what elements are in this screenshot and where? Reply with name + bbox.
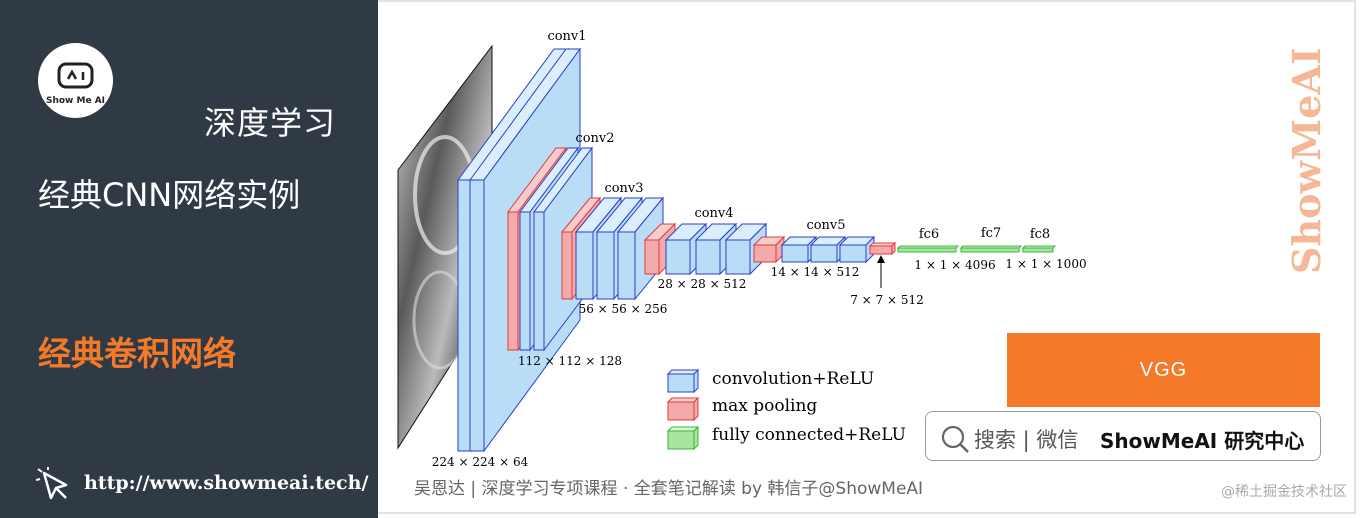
pool5-block <box>868 241 897 256</box>
conv1-label: conv1 <box>547 29 586 44</box>
svg-text:ShowMeAI: ShowMeAI <box>1286 47 1329 274</box>
legend-conv-swatch <box>666 368 700 394</box>
fc-layers <box>896 245 1057 253</box>
search-placeholder: 搜索 | 微信 <box>974 428 1079 452</box>
logo-text: Show Me AI <box>45 96 106 106</box>
showmeai-logo[interactable]: Show Me AI <box>38 43 113 118</box>
arrow-head <box>877 255 885 263</box>
conv4-block <box>643 222 768 276</box>
dim-56: 56 × 56 × 256 <box>579 302 668 316</box>
course-title: 深度学习 <box>203 104 336 142</box>
diagram-legend: convolution+ReLU max pooling fully conne… <box>666 368 906 451</box>
robot-face-icon <box>57 62 94 89</box>
dim-112: 112 × 112 × 128 <box>518 354 622 368</box>
juejin-watermark: @稀土掘金技术社区 <box>1221 484 1347 500</box>
conv4-label: conv4 <box>694 206 733 221</box>
dim-14: 14 × 14 × 512 <box>771 265 860 279</box>
search-brand-text: ShowMeAI 研究中心 <box>1100 429 1305 453</box>
legend-conv-label: convolution+ReLU <box>712 369 874 389</box>
search-icon <box>941 425 969 453</box>
dim-fc1000: 1 × 1 × 1000 <box>1005 257 1086 271</box>
dim-28: 28 × 28 × 512 <box>658 277 747 291</box>
legend-fc-label: fully connected+ReLU <box>712 425 906 445</box>
course-subtitle: 经典CNN网络实例 <box>38 176 301 214</box>
wechat-search-box[interactable]: 搜索 | 微信 ShowMeAI 研究中心 <box>925 411 1321 461</box>
fc6-label: fc6 <box>919 227 939 242</box>
course-caption: 吴恩达 | 深度学习专项课程 · 全套笔记解读 by 韩信子@ShowMeAI <box>414 479 924 499</box>
dim-fc4096: 1 × 1 × 4096 <box>914 258 995 272</box>
conv5-label: conv5 <box>806 218 845 233</box>
dim-224: 224 × 224 × 64 <box>432 455 529 469</box>
slide-frame <box>378 0 1356 514</box>
conv3-block <box>560 196 665 301</box>
section-title: 经典卷积网络 <box>38 334 236 373</box>
fc8-label: fc8 <box>1030 227 1050 242</box>
website-url[interactable]: http://www.showmeai.tech/ <box>84 472 369 494</box>
legend-fc-swatch <box>666 425 700 451</box>
legend-pool-swatch <box>666 396 700 422</box>
dim-7: 7 × 7 × 512 <box>850 293 924 307</box>
conv5-block <box>752 235 876 264</box>
conv2-label: conv2 <box>575 131 614 146</box>
cursor-click-icon <box>36 467 68 500</box>
legend-pool-label: max pooling <box>712 396 817 416</box>
conv3-label: conv3 <box>604 181 643 196</box>
sidebar: Show Me AI 深度学习 经典CNN网络实例 经典卷积网络 http://… <box>0 0 378 518</box>
vgg-label-box: VGG <box>1007 333 1320 407</box>
showmeai-vertical-watermark: ShowMeAI <box>1286 47 1329 274</box>
fc7-label: fc7 <box>981 226 1001 241</box>
